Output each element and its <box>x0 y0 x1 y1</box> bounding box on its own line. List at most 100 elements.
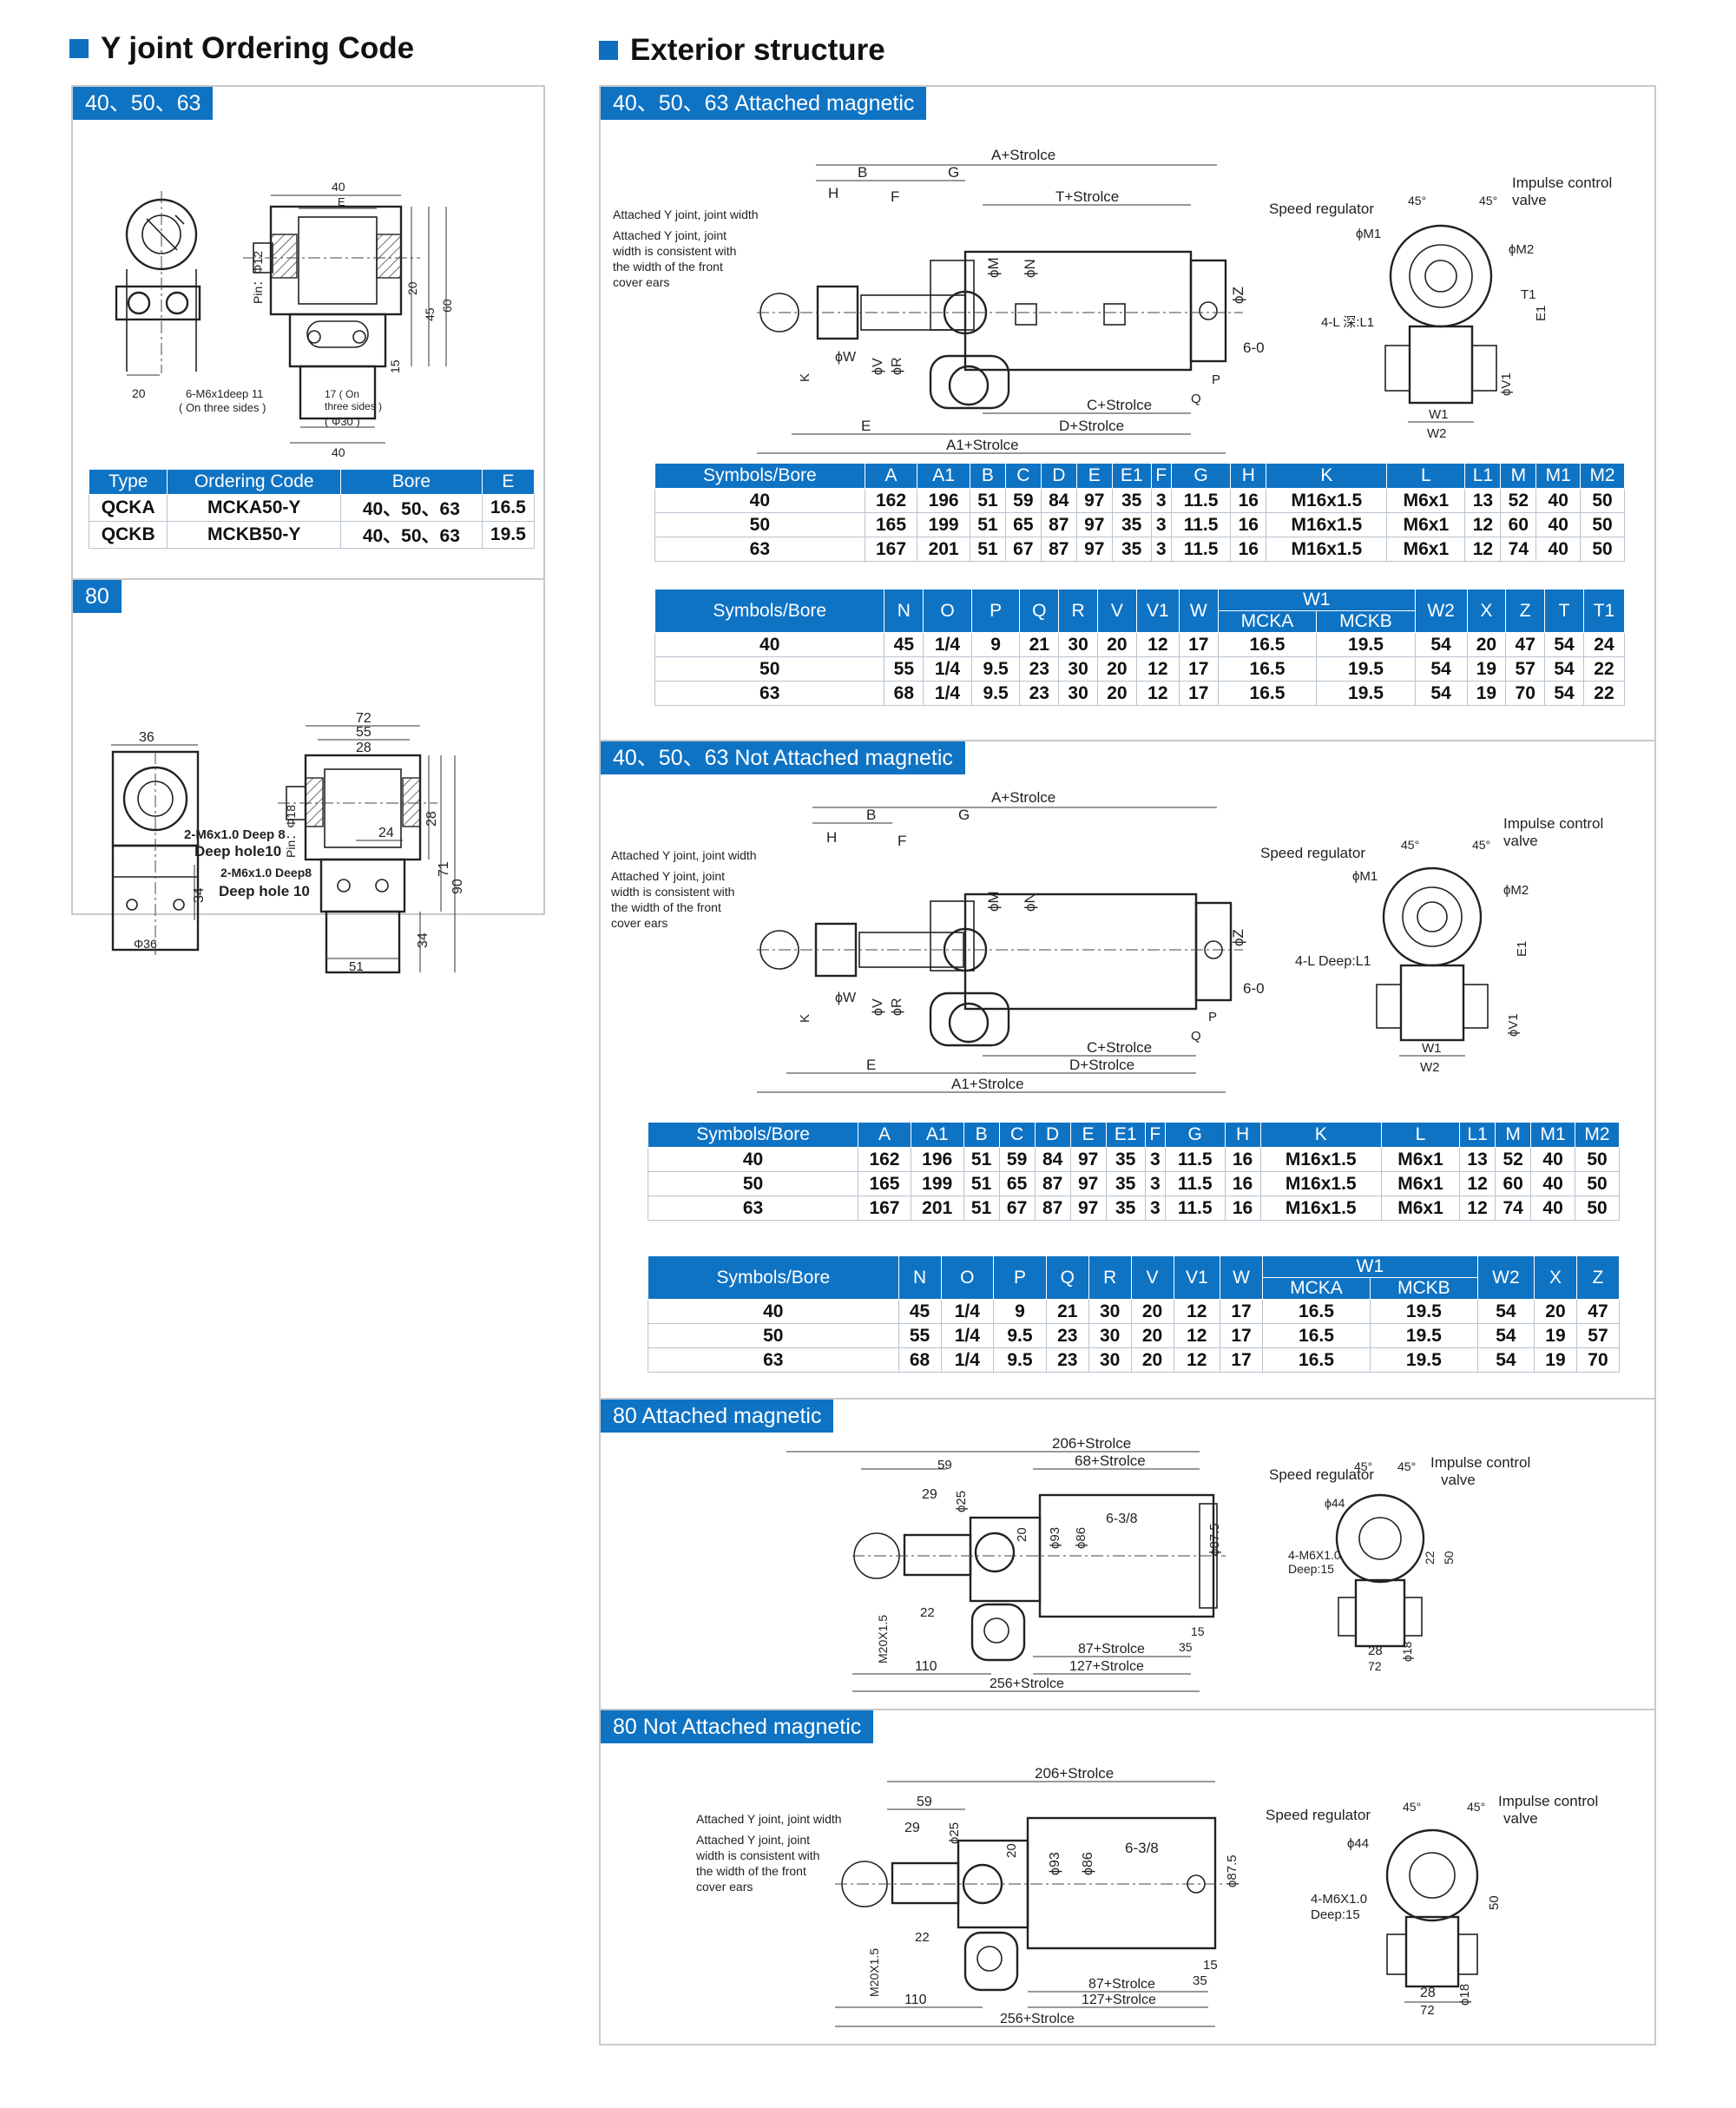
svg-text:Deep hole10: Deep hole10 <box>194 843 281 860</box>
table-cell: 40 <box>647 1147 859 1172</box>
heading-ordering-code: Y joint Ordering Code <box>69 31 414 66</box>
svg-text:45°: 45° <box>1354 1459 1372 1473</box>
table-cell: 201 <box>917 537 970 562</box>
table-cell: 11.5 <box>1170 537 1232 562</box>
th-6: V <box>1130 1255 1174 1300</box>
table-cell: 35 <box>1111 537 1152 562</box>
svg-text:72: 72 <box>1368 1659 1382 1673</box>
table-cell: 17 <box>1220 1299 1264 1324</box>
th-4: Q <box>1045 1255 1089 1300</box>
table-cell: 196 <box>910 1147 964 1172</box>
svg-text:cover ears: cover ears <box>696 1880 753 1894</box>
th-1: N <box>884 589 924 633</box>
svg-text:28: 28 <box>1420 1986 1436 2000</box>
svg-text:68+Strolce: 68+Strolce <box>1075 1453 1146 1469</box>
th-ordering-code: Ordering Code <box>167 469 342 495</box>
table-cell: 35 <box>1105 1147 1146 1172</box>
svg-text:Deep:15: Deep:15 <box>1288 1562 1334 1576</box>
svg-text:60: 60 <box>440 299 454 313</box>
table-cell: 19.5 <box>1369 1347 1478 1373</box>
svg-text:45°: 45° <box>1397 1459 1416 1473</box>
table-cell: 23 <box>1019 681 1060 706</box>
table-cell: 23 <box>1019 656 1060 682</box>
table-cell: 12 <box>1464 537 1502 562</box>
table-cell: 30 <box>1058 632 1098 657</box>
svg-text:34: 34 <box>192 887 207 903</box>
svg-text:the width of the front: the width of the front <box>613 260 723 273</box>
table-cell: 65 <box>1004 512 1042 537</box>
table-cell: 1/4 <box>923 681 972 706</box>
th-8: F <box>1144 1122 1166 1148</box>
svg-text:6-M6x1deep 11: 6-M6x1deep 11 <box>186 387 263 400</box>
table-cell: 199 <box>917 512 970 537</box>
svg-text:( Φ30 ): ( Φ30 ) <box>325 415 360 428</box>
table-cell: 3 <box>1144 1196 1166 1221</box>
th-sub-0: MCKA <box>1262 1277 1371 1300</box>
th-14: M <box>1495 1122 1532 1148</box>
svg-text:45°: 45° <box>1408 194 1426 208</box>
th-12: Z <box>1575 1255 1621 1300</box>
th-1: A <box>864 463 918 489</box>
table-cell: 21 <box>1019 632 1060 657</box>
table-cell: 68 <box>884 681 924 706</box>
table-cell: 63 <box>648 1347 899 1373</box>
svg-text:H: H <box>826 829 837 846</box>
th-9: W1 <box>1217 589 1416 611</box>
svg-text:90: 90 <box>450 879 465 894</box>
table-cell: 54 <box>1414 681 1468 706</box>
table-cell: 54 <box>1476 1347 1535 1373</box>
th-8: W <box>1178 589 1219 633</box>
table-cell: 1/4 <box>940 1323 995 1348</box>
svg-text:51: 51 <box>349 959 364 974</box>
table-cell: M16x1.5 <box>1266 512 1388 537</box>
table-cell: 35 <box>1105 1171 1146 1196</box>
svg-text:Q: Q <box>1191 392 1201 406</box>
table-row: QCKB MCKB50-Y 40、50、63 19.5 <box>88 521 536 549</box>
table-cell: 54 <box>1544 632 1584 657</box>
table-cell: 51 <box>969 512 1006 537</box>
svg-text:Attached Y joint, joint width: Attached Y joint, joint width <box>696 1812 842 1826</box>
th-sub-1: MCKB <box>1369 1277 1478 1300</box>
right-panel: 40、50、63 Attached magnetic Attached Y jo… <box>599 85 1656 2045</box>
table-cell: 47 <box>1575 1299 1621 1324</box>
tag-bore-80: 80 <box>73 580 122 613</box>
th-3: B <box>969 463 1006 489</box>
svg-text:K: K <box>798 1014 812 1023</box>
th-2: A1 <box>910 1122 964 1148</box>
svg-text:Attached Y joint, joint: Attached Y joint, joint <box>613 228 727 242</box>
th-12: L <box>1386 463 1466 489</box>
svg-text:E: E <box>866 1057 876 1073</box>
table-cell: 19.5 <box>1316 632 1416 657</box>
svg-text:15: 15 <box>388 359 402 373</box>
th-bore: Bore <box>340 469 483 495</box>
table-cell: 19.5 <box>1369 1299 1478 1324</box>
table-cell: 12 <box>1464 512 1502 537</box>
svg-text:24: 24 <box>378 826 394 840</box>
svg-text:4-M6X1.0: 4-M6X1.0 <box>1288 1548 1341 1562</box>
th-7: V1 <box>1135 589 1180 633</box>
svg-text:Attached Y joint, joint width: Attached Y joint, joint width <box>611 848 757 862</box>
table-cell: 12 <box>1459 1196 1496 1221</box>
svg-text:ϕ44: ϕ44 <box>1325 1496 1345 1510</box>
th-1: N <box>898 1255 942 1300</box>
svg-text:Impulse control: Impulse control <box>1430 1454 1530 1471</box>
svg-text:( On three sides ): ( On three sides ) <box>179 401 266 414</box>
th-10: H <box>1224 1122 1261 1148</box>
svg-text:45: 45 <box>423 307 437 321</box>
th-5: D <box>1040 463 1077 489</box>
svg-text:Pin：Φ12: Pin：Φ12 <box>251 251 265 304</box>
th-16: M2 <box>1580 463 1625 489</box>
table-cell: 11.5 <box>1164 1147 1226 1172</box>
table-cell: 63 <box>654 537 865 562</box>
table-cell: 63 <box>654 681 885 706</box>
table-cell: 60 <box>1495 1171 1532 1196</box>
heading-square-icon <box>599 41 618 60</box>
th-4: C <box>1004 463 1042 489</box>
svg-text:35: 35 <box>1193 1973 1207 1988</box>
table-cell: 54 <box>1476 1299 1535 1324</box>
th-1: A <box>858 1122 911 1148</box>
